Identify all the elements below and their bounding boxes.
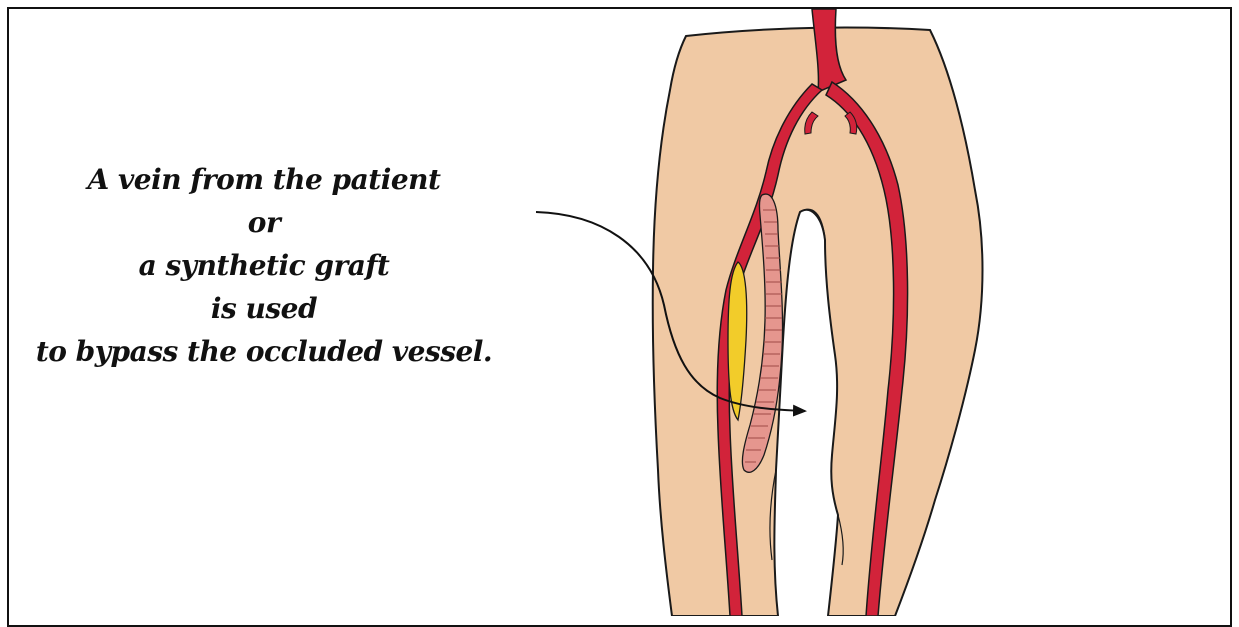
legs-bypass-illustration	[0, 0, 1239, 616]
